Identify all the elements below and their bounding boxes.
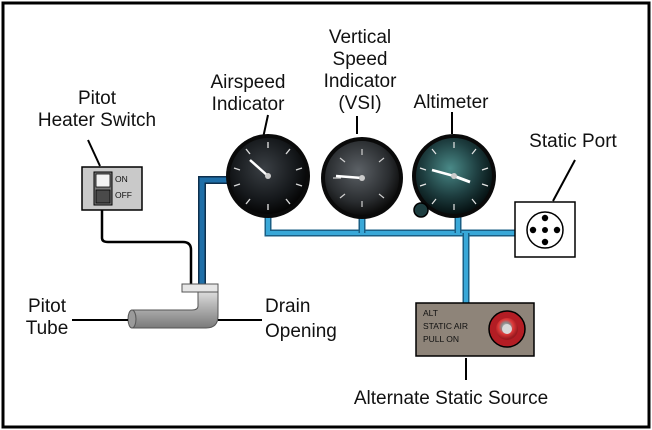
alternate-static-panel: ALT STATIC AIR PULL ON <box>415 302 535 357</box>
pitot-heater-switch[interactable]: ON OFF <box>81 166 143 211</box>
airspeed-needle <box>249 159 269 177</box>
vsi-label: Vertical Speed Indicator (VSI) <box>324 27 398 114</box>
alt-static-line-3: PULL ON <box>423 334 459 344</box>
altimeter-ticks <box>419 142 489 210</box>
alt-static-line-1: ALT <box>423 308 438 318</box>
label-line: Pitot <box>78 88 117 109</box>
label-line: Drain <box>265 296 310 317</box>
label-line: Pitot <box>28 296 67 317</box>
altimeter <box>412 134 496 218</box>
label-line: Heater Switch <box>38 110 156 131</box>
label-line: Airspeed <box>211 72 286 93</box>
heater-wire <box>100 210 193 288</box>
alt-static-line-2: STATIC AIR <box>423 321 468 331</box>
label-line: Indicator <box>324 71 398 92</box>
label-line: Tube <box>26 318 69 339</box>
alternate-static-knob[interactable] <box>488 310 526 348</box>
switch-leader <box>87 139 101 167</box>
altimeter-needle-long <box>431 168 455 178</box>
airspeed-indicator-label: Airspeed Indicator <box>211 72 286 115</box>
static-pressure-line <box>264 214 530 303</box>
drain-opening-label: Drain Opening <box>265 296 337 342</box>
altimeter-setting-knob[interactable] <box>413 202 429 218</box>
pitot-tube-label: Pitot Tube <box>26 296 69 339</box>
vsi-ticks <box>333 149 385 207</box>
pitot-heater-switch-label: Pitot Heater Switch <box>38 88 156 131</box>
label-line: (VSI) <box>338 93 381 114</box>
airspeed-ticks <box>233 142 303 210</box>
label-line: Opening <box>265 321 337 342</box>
static-port-leader <box>552 159 576 202</box>
label-line: Indicator <box>212 94 286 115</box>
switch-toggle-shadow <box>95 189 111 204</box>
vertical-speed-indicator <box>321 137 403 219</box>
switch-toggle[interactable] <box>95 173 111 188</box>
switch-on-label: ON <box>115 174 128 184</box>
altimeter-label: Altimeter <box>414 92 490 113</box>
label-line: Speed <box>333 49 388 70</box>
switch-off-label: OFF <box>115 190 132 200</box>
airspeed-leader <box>262 114 269 139</box>
static-port <box>514 201 576 258</box>
alternate-static-source-label: Alternate Static Source <box>354 388 548 409</box>
label-line: Vertical <box>329 27 391 48</box>
static-port-label: Static Port <box>529 131 617 152</box>
airspeed-indicator <box>226 134 310 218</box>
vsi-needle <box>335 174 363 180</box>
